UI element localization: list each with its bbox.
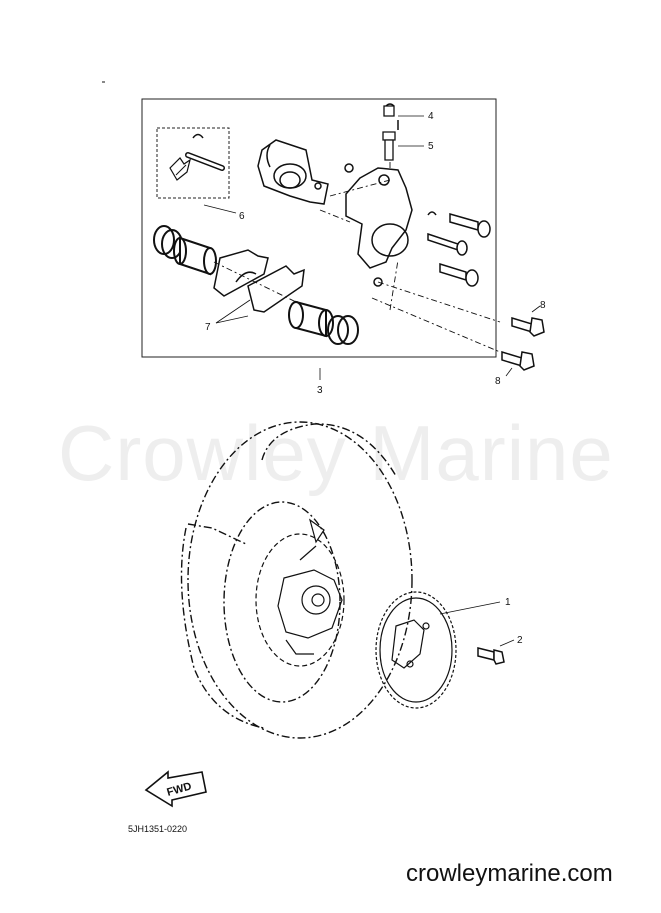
callout-2: 2	[517, 635, 523, 646]
reference-code: 5JH1351-0220	[128, 824, 187, 834]
piston-seals-right	[288, 300, 359, 345]
callout-3: 3	[317, 385, 323, 396]
mounting-bolts	[501, 316, 545, 371]
callout-8-bottom: 8	[495, 376, 501, 387]
caliper-pins	[427, 211, 491, 287]
caliper-bracket	[257, 139, 354, 205]
callout-6: 6	[239, 211, 245, 222]
site-footer: crowleymarine.com	[406, 860, 613, 887]
callout-4: 4	[428, 111, 434, 122]
caliper-assembly-box	[141, 98, 497, 358]
brake-disc	[375, 591, 457, 709]
caliper-body	[345, 120, 413, 287]
bleed-screw	[382, 131, 396, 161]
fwd-arrow-icon: FWD	[144, 770, 207, 808]
callout-5: 5	[428, 141, 434, 152]
brake-pads	[213, 249, 305, 313]
callout-7: 7	[205, 322, 211, 333]
watermark: Crowley Marine	[58, 409, 614, 497]
alignment-lines	[213, 162, 501, 353]
pin-inset	[156, 127, 230, 199]
wheel-rim	[255, 518, 345, 667]
tire	[180, 421, 413, 739]
leader-lines	[203, 115, 541, 647]
bleed-cap	[383, 103, 395, 117]
disc-bolt	[477, 647, 505, 665]
callout-8-top: 8	[540, 300, 546, 311]
callout-1: 1	[505, 597, 511, 608]
piston-seals-left	[153, 225, 217, 276]
